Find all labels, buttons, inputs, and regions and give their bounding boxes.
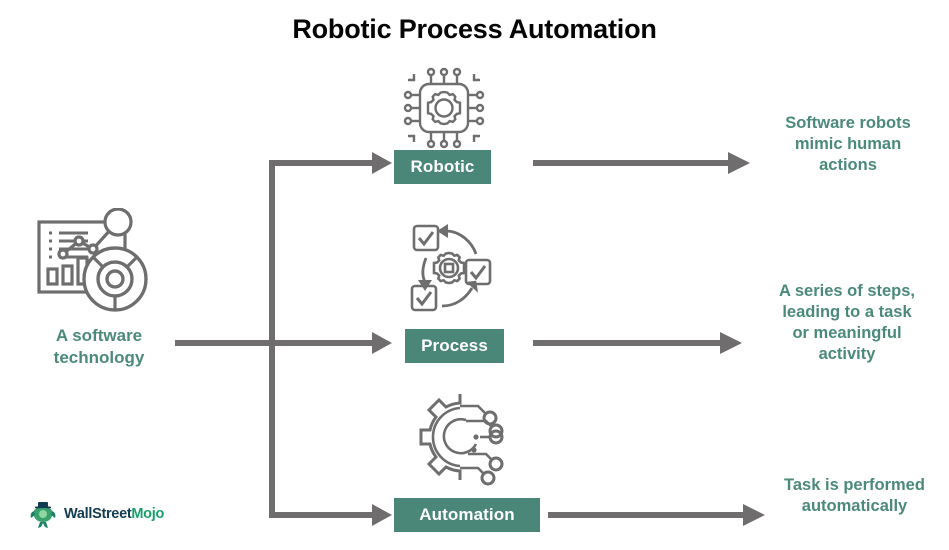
stage-label-robotic[interactable]: Robotic	[394, 150, 491, 184]
stage-label-automation[interactable]: Automation	[394, 498, 540, 532]
automation-gear-circuit-icon	[419, 394, 504, 486]
stage-description-process: A series of steps, leading to a task or …	[778, 282, 916, 364]
microchip-gear-icon	[403, 67, 485, 149]
page-title: Robotic Process Automation	[292, 14, 657, 44]
brand-logo[interactable]: WallStreetMojo	[28, 498, 164, 530]
brand-name: WallStreetMojo	[64, 506, 164, 522]
stage-description-robotic: Software robots mimic human actions	[785, 114, 911, 175]
stage-label-process[interactable]: Process	[405, 329, 504, 363]
brand-name-part-1: WallStreet	[64, 506, 132, 522]
process-cycle-gear-icon	[410, 224, 492, 312]
brand-name-part-2: Mojo	[131, 506, 164, 522]
source-label: A software technology	[53, 326, 145, 367]
wallstreetmojo-bull-icon	[30, 502, 56, 528]
analytics-dashboard-icon	[37, 208, 148, 312]
stage-description-automation: Task is performed automatically	[784, 476, 925, 516]
